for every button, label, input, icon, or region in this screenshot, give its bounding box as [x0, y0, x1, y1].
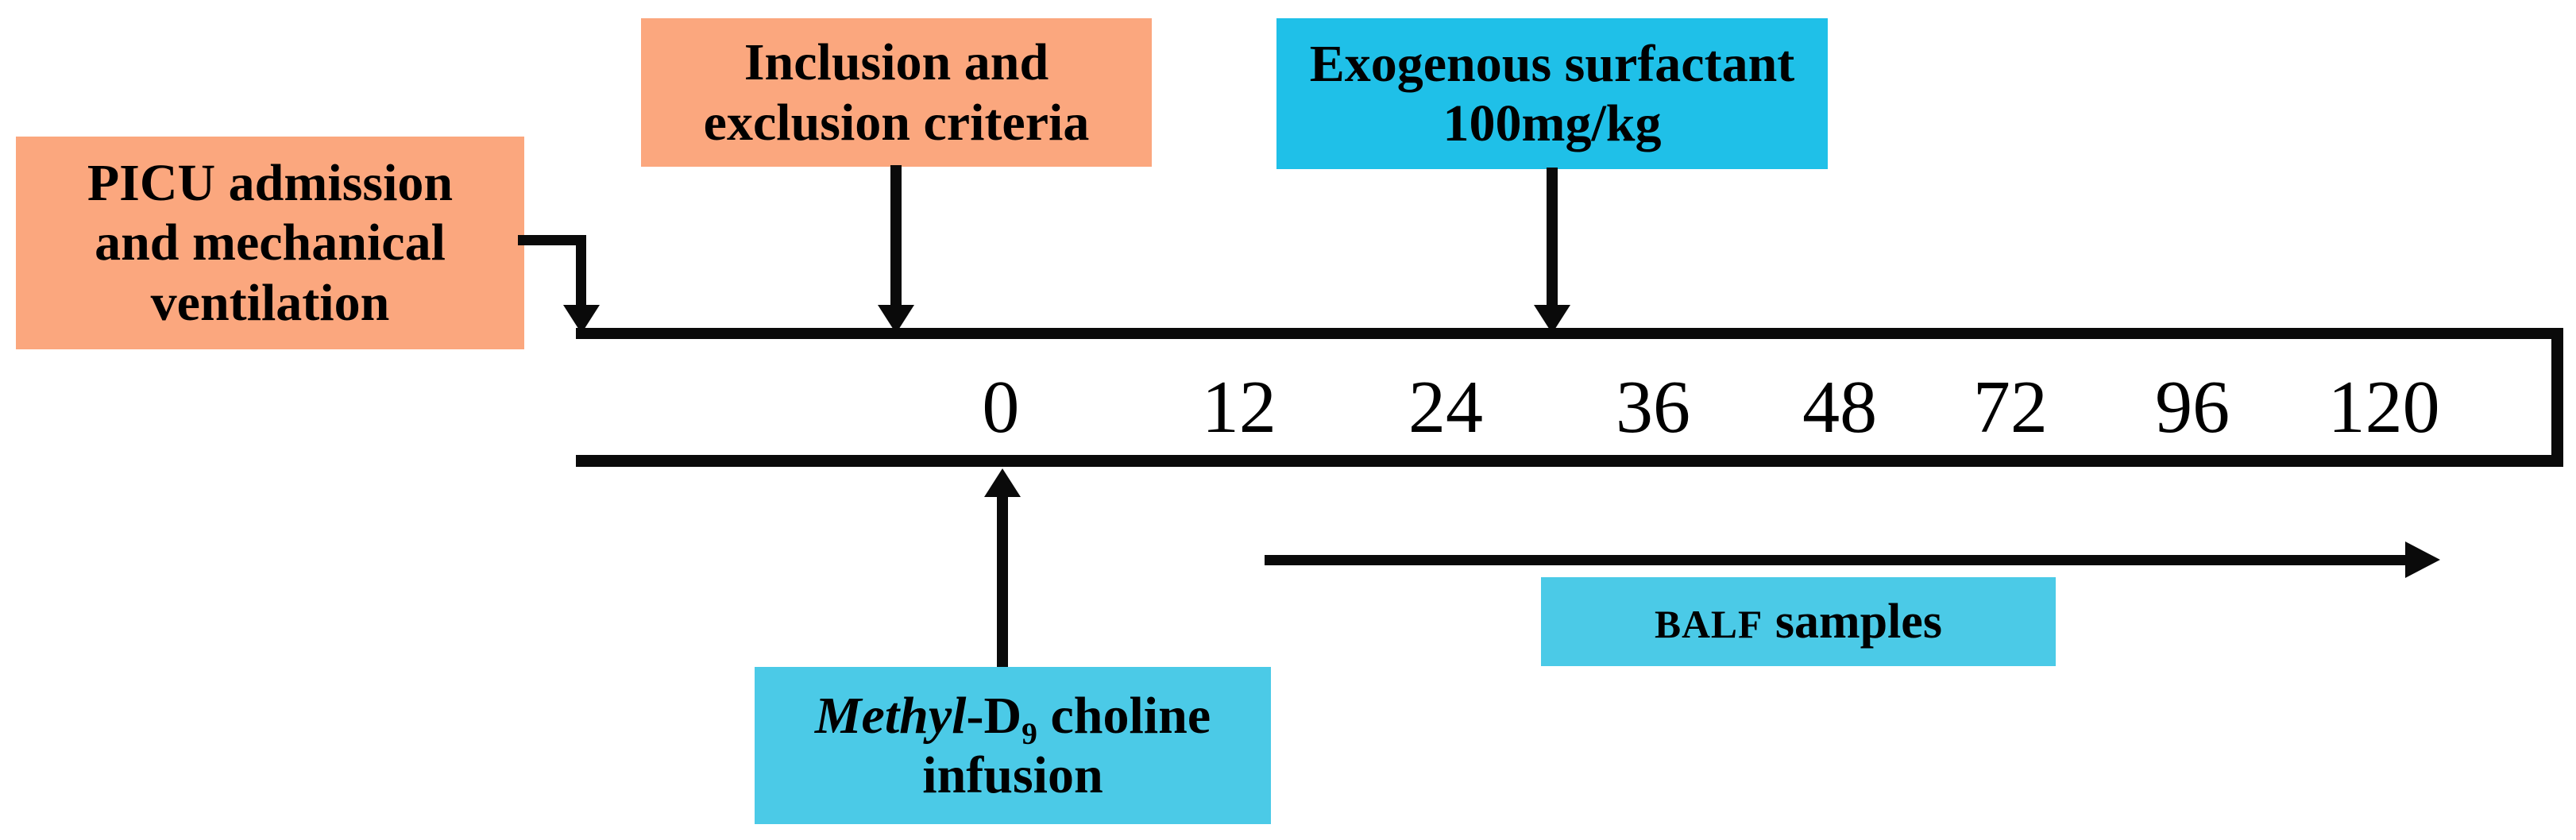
methyl-choline-line2: infusion	[922, 746, 1103, 804]
tick-label-72: 72	[1972, 366, 2048, 449]
criteria-arrow-shaft	[890, 165, 902, 306]
methyl-choline-box: Methyl-D9 choline infusion	[755, 667, 1271, 824]
tick-label-48: 48	[1802, 366, 1878, 449]
tick-label-12: 12	[1201, 366, 1276, 449]
balf-arrow-shaft	[1265, 555, 2407, 565]
timeline-bottom-bar	[576, 455, 2563, 467]
timeline-top-bar	[576, 328, 2563, 339]
picu-connector-horizontal	[518, 235, 586, 245]
timeline-right-edge	[2551, 328, 2563, 467]
picu-connector-vertical	[576, 235, 586, 308]
methyl-dash-d: -D	[966, 686, 1022, 745]
surfactant-line2: 100mg/kg	[1442, 94, 1662, 152]
methyl-choline-line1: Methyl-D9 choline	[814, 686, 1211, 749]
tick-label-0: 0	[982, 366, 1020, 449]
surfactant-line1: Exogenous surfactant	[1309, 34, 1795, 93]
methyl-arrowhead-up-icon	[984, 468, 1021, 497]
methyl-arrow-shaft	[997, 495, 1008, 667]
balf-acronym: BALF	[1655, 602, 1763, 646]
surfactant-arrow-shaft	[1547, 168, 1558, 306]
tick-label-24: 24	[1408, 366, 1483, 449]
picu-admission-line2: and mechanical	[95, 214, 446, 272]
criteria-box: Inclusion and exclusion criteria	[641, 18, 1152, 167]
balf-arrowhead-right-icon	[2405, 541, 2440, 578]
methyl-subscript-9: 9	[1022, 715, 1037, 751]
tick-label-36: 36	[1616, 366, 1691, 449]
picu-admission-line1: PICU admission	[87, 154, 454, 213]
criteria-line1: Inclusion and	[743, 33, 1049, 92]
surfactant-box: Exogenous surfactant 100mg/kg	[1276, 18, 1828, 169]
tick-label-96: 96	[2155, 366, 2230, 449]
balf-samples-word: samples	[1763, 594, 1942, 649]
criteria-line2: exclusion criteria	[703, 93, 1090, 152]
picu-admission-line3: ventilation	[150, 273, 390, 332]
methyl-word-italic: Methyl	[814, 686, 967, 745]
methyl-after-sub: choline	[1037, 686, 1211, 745]
balf-samples-box: BALF samples	[1541, 577, 2056, 666]
balf-samples-label: BALF samples	[1655, 594, 1942, 650]
tick-label-120: 120	[2327, 366, 2440, 449]
picu-admission-box: PICU admission and mechanical ventilatio…	[16, 137, 524, 349]
